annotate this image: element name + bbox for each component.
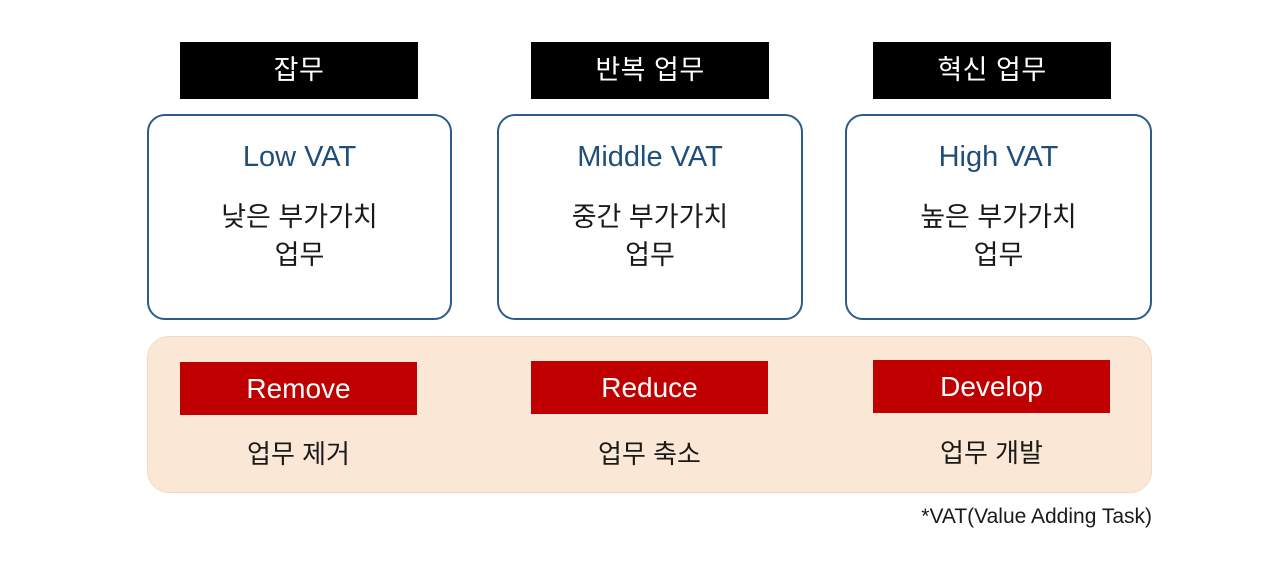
column-header-3: 혁신 업무 [873,42,1111,99]
action-button-reduce[interactable]: Reduce [531,361,768,414]
action-button-develop-label: Develop [940,370,1043,402]
footnote: *VAT(Value Adding Task) [752,506,1152,527]
vat-card-1-title: Low VAT [242,141,357,173]
column-header-3-label: 혁신 업무 [937,55,1047,85]
action-button-remove[interactable]: Remove [180,362,417,415]
vat-card-2: Middle VAT 중간 부가가치 업무 [497,114,803,320]
footnote-label: *VAT(Value Adding Task) [921,505,1152,528]
action-caption-1: 업무 제거 [180,441,417,467]
column-header-2: 반복 업무 [531,42,769,99]
action-caption-3: 업무 개발 [873,440,1110,466]
vat-card-1: Low VAT 낮은 부가가치 업무 [147,114,452,320]
vat-card-3-title: High VAT [938,141,1059,173]
action-caption-1-label: 업무 제거 [247,439,350,469]
action-button-remove-label: Remove [246,372,351,404]
action-caption-2-label: 업무 축소 [598,439,701,469]
vat-card-3-description: 높은 부가가치 업무 [920,201,1077,271]
action-button-develop[interactable]: Develop [873,360,1110,413]
column-header-1-label: 잡무 [273,55,325,85]
action-caption-3-label: 업무 개발 [940,438,1043,468]
column-header-1: 잡무 [180,42,418,99]
action-caption-2: 업무 축소 [531,441,768,467]
vat-card-2-description: 중간 부가가치 업무 [571,201,729,271]
vat-card-1-description: 낮은 부가가치 업무 [221,201,378,271]
column-header-2-label: 반복 업무 [595,55,705,85]
action-button-reduce-label: Reduce [601,371,698,403]
vat-card-3: High VAT 높은 부가가치 업무 [845,114,1152,320]
vat-card-2-title: Middle VAT [577,141,723,173]
